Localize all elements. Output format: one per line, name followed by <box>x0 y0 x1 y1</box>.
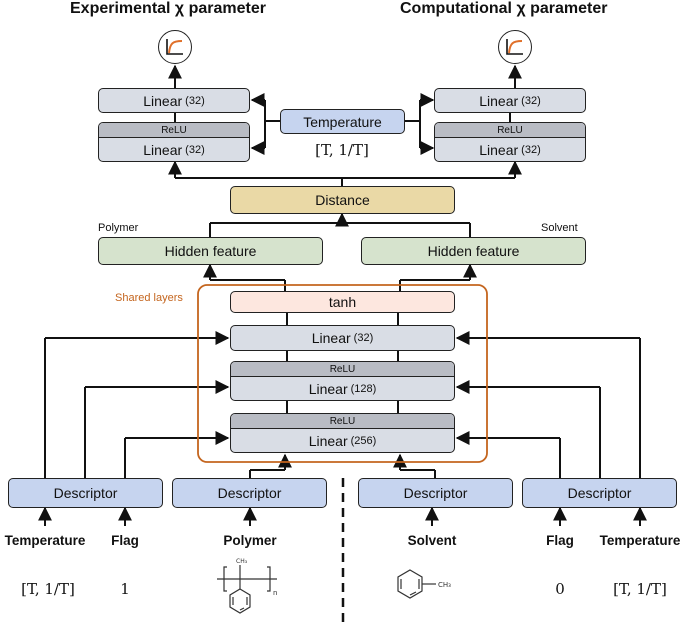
left-head-relu-linear: ReLU Linear(32) <box>98 122 250 162</box>
temperature-input-math: [T, 1/T] <box>315 141 369 159</box>
svg-text:CH₃: CH₃ <box>236 558 248 565</box>
relu-label: ReLU <box>99 123 249 138</box>
polystyrene-structure-icon: CH₃ n <box>217 558 277 614</box>
input-label-flag: Flag <box>111 533 139 548</box>
input-label-polymer: Polymer <box>223 533 277 548</box>
input-label-flag: Flag <box>546 533 574 548</box>
polymer-hidden-feature: Hidden feature <box>98 237 323 265</box>
input-label-solvent: Solvent <box>407 533 457 548</box>
relu-label: ReLU <box>231 362 454 377</box>
left-head-linear-top: Linear(32) <box>98 88 250 113</box>
temperature-node: Temperature <box>280 109 405 134</box>
input-value-temperature: [T, 1/T] <box>21 580 75 598</box>
layer-label: Linear <box>479 92 519 109</box>
toluene-structure-icon: CH₃ <box>397 569 451 599</box>
tanh-layer: tanh <box>230 291 455 313</box>
shared-relu-linear-128: ReLU Linear(128) <box>230 361 455 401</box>
layer-size: (32) <box>521 144 541 156</box>
input-value-temperature: [T, 1/T] <box>613 580 667 598</box>
layer-size: (32) <box>353 332 374 344</box>
layer-size: (128) <box>350 383 377 395</box>
layer-main: Linear(256) <box>231 429 454 452</box>
right-head-linear-top: Linear(32) <box>434 88 586 113</box>
layer-size: (32) <box>521 94 541 107</box>
layer-label: Linear <box>311 330 351 346</box>
solvent-hidden-feature: Hidden feature <box>361 237 586 265</box>
svg-text:CH₃: CH₃ <box>438 581 451 589</box>
descriptor-polymer: Descriptor <box>172 478 327 508</box>
title-computational: Computational χ parameter <box>400 0 608 17</box>
layer-label: Linear <box>143 92 183 109</box>
input-label-temperature: Temperature <box>4 533 86 548</box>
input-label-temperature: Temperature <box>599 533 681 548</box>
layer-label: Linear <box>479 142 519 158</box>
descriptor-right-1: Descriptor <box>522 478 677 508</box>
shared-relu-linear-256: ReLU Linear(256) <box>230 413 455 453</box>
layer-label: Linear <box>308 433 348 449</box>
line-plot-icon <box>158 30 192 64</box>
polymer-side-label: Polymer <box>98 222 139 234</box>
shared-linear-32: Linear(32) <box>230 325 455 351</box>
layer-main: Linear(32) <box>99 138 249 161</box>
layer-size: (256) <box>350 435 377 447</box>
layer-label: Linear <box>143 142 183 158</box>
layer-size: (32) <box>185 94 205 107</box>
relu-label: ReLU <box>435 123 585 138</box>
descriptor-solvent: Descriptor <box>358 478 513 508</box>
right-head-relu-linear: ReLU Linear(32) <box>434 122 586 162</box>
layer-main: Linear(128) <box>231 377 454 400</box>
solvent-side-label: Solvent <box>541 222 578 234</box>
input-value-flag: 0 <box>555 580 565 598</box>
shared-layers-label: Shared layers <box>115 292 183 304</box>
layer-label: Linear <box>308 381 348 397</box>
relu-label: ReLU <box>231 414 454 429</box>
line-plot-icon <box>498 30 532 64</box>
layer-main: Linear(32) <box>435 138 585 161</box>
layer-size: (32) <box>185 144 205 156</box>
input-value-flag: 1 <box>120 580 130 598</box>
distance-node: Distance <box>230 186 455 214</box>
svg-text:n: n <box>273 589 277 597</box>
title-experimental: Experimental χ parameter <box>70 0 266 17</box>
descriptor-left-1: Descriptor <box>8 478 163 508</box>
